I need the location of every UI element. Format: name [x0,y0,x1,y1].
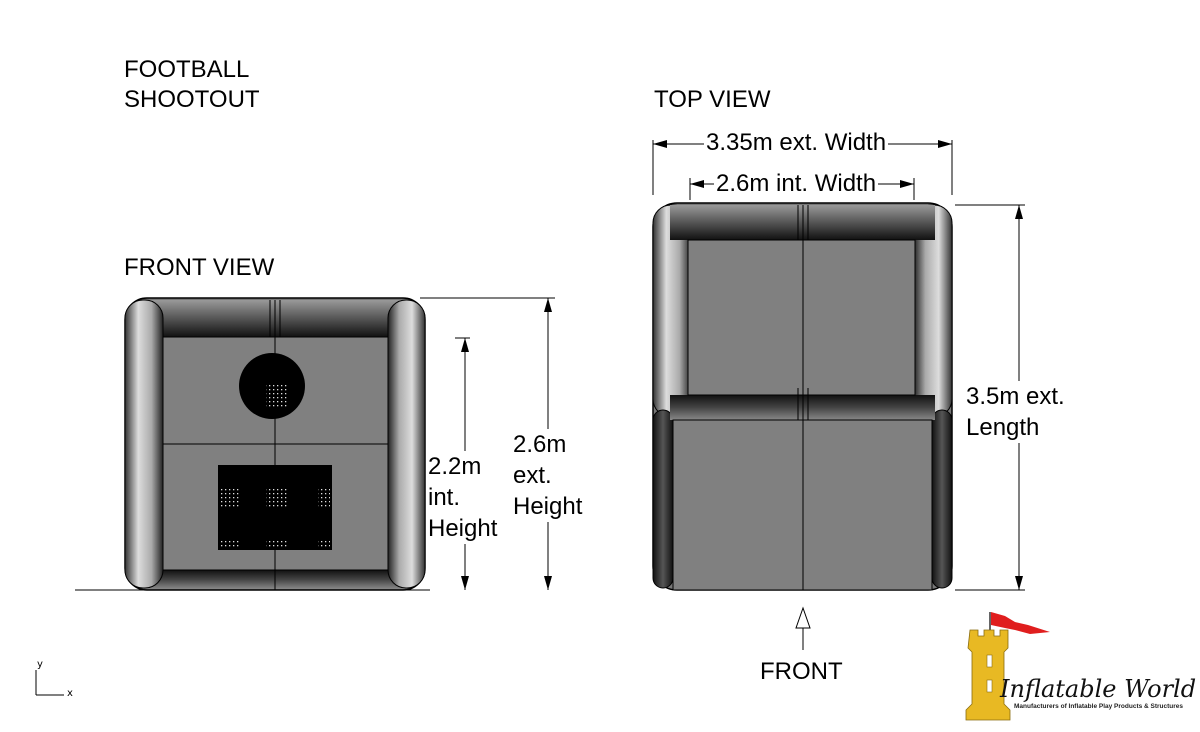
front-view-label: FRONT VIEW [124,254,275,281]
top-view-drawing [652,140,1025,650]
title-line-1: FOOTBALL [124,56,250,83]
int-height-value: 2.2m [428,453,482,480]
int-height-label: 2.2m int. Height [428,451,498,544]
logo-name: Inflatable World [1000,675,1197,703]
ext-length-word: Length [966,414,1040,441]
int-height-word: Height [428,515,498,542]
axis-y-label: y [37,659,43,670]
top-view-label: TOP VIEW [654,86,771,113]
front-view-drawing [75,297,555,591]
axis-x-label: x [67,688,73,699]
axis-indicator-icon [35,670,64,696]
ext-height-value: 2.6m [513,431,567,458]
int-width-label: 2.6m int. Width [714,168,879,199]
ext-length-label: 3.5m ext. Length [966,381,1065,443]
ext-height-word: Height [513,493,583,520]
ext-length-value: 3.5m ext. [966,383,1065,410]
logo-tower-icon [965,612,1050,721]
logo-tagline: Manufacturers of Inflatable Play Product… [1014,703,1184,710]
title-line-2: SHOOTOUT [124,86,260,113]
ext-height-type: ext. [513,462,552,489]
int-height-type: int. [428,484,461,511]
front-direction-label: FRONT [760,658,843,685]
ext-height-label: 2.6m ext. Height [513,429,583,522]
ext-width-label: 3.35m ext. Width [704,127,889,158]
